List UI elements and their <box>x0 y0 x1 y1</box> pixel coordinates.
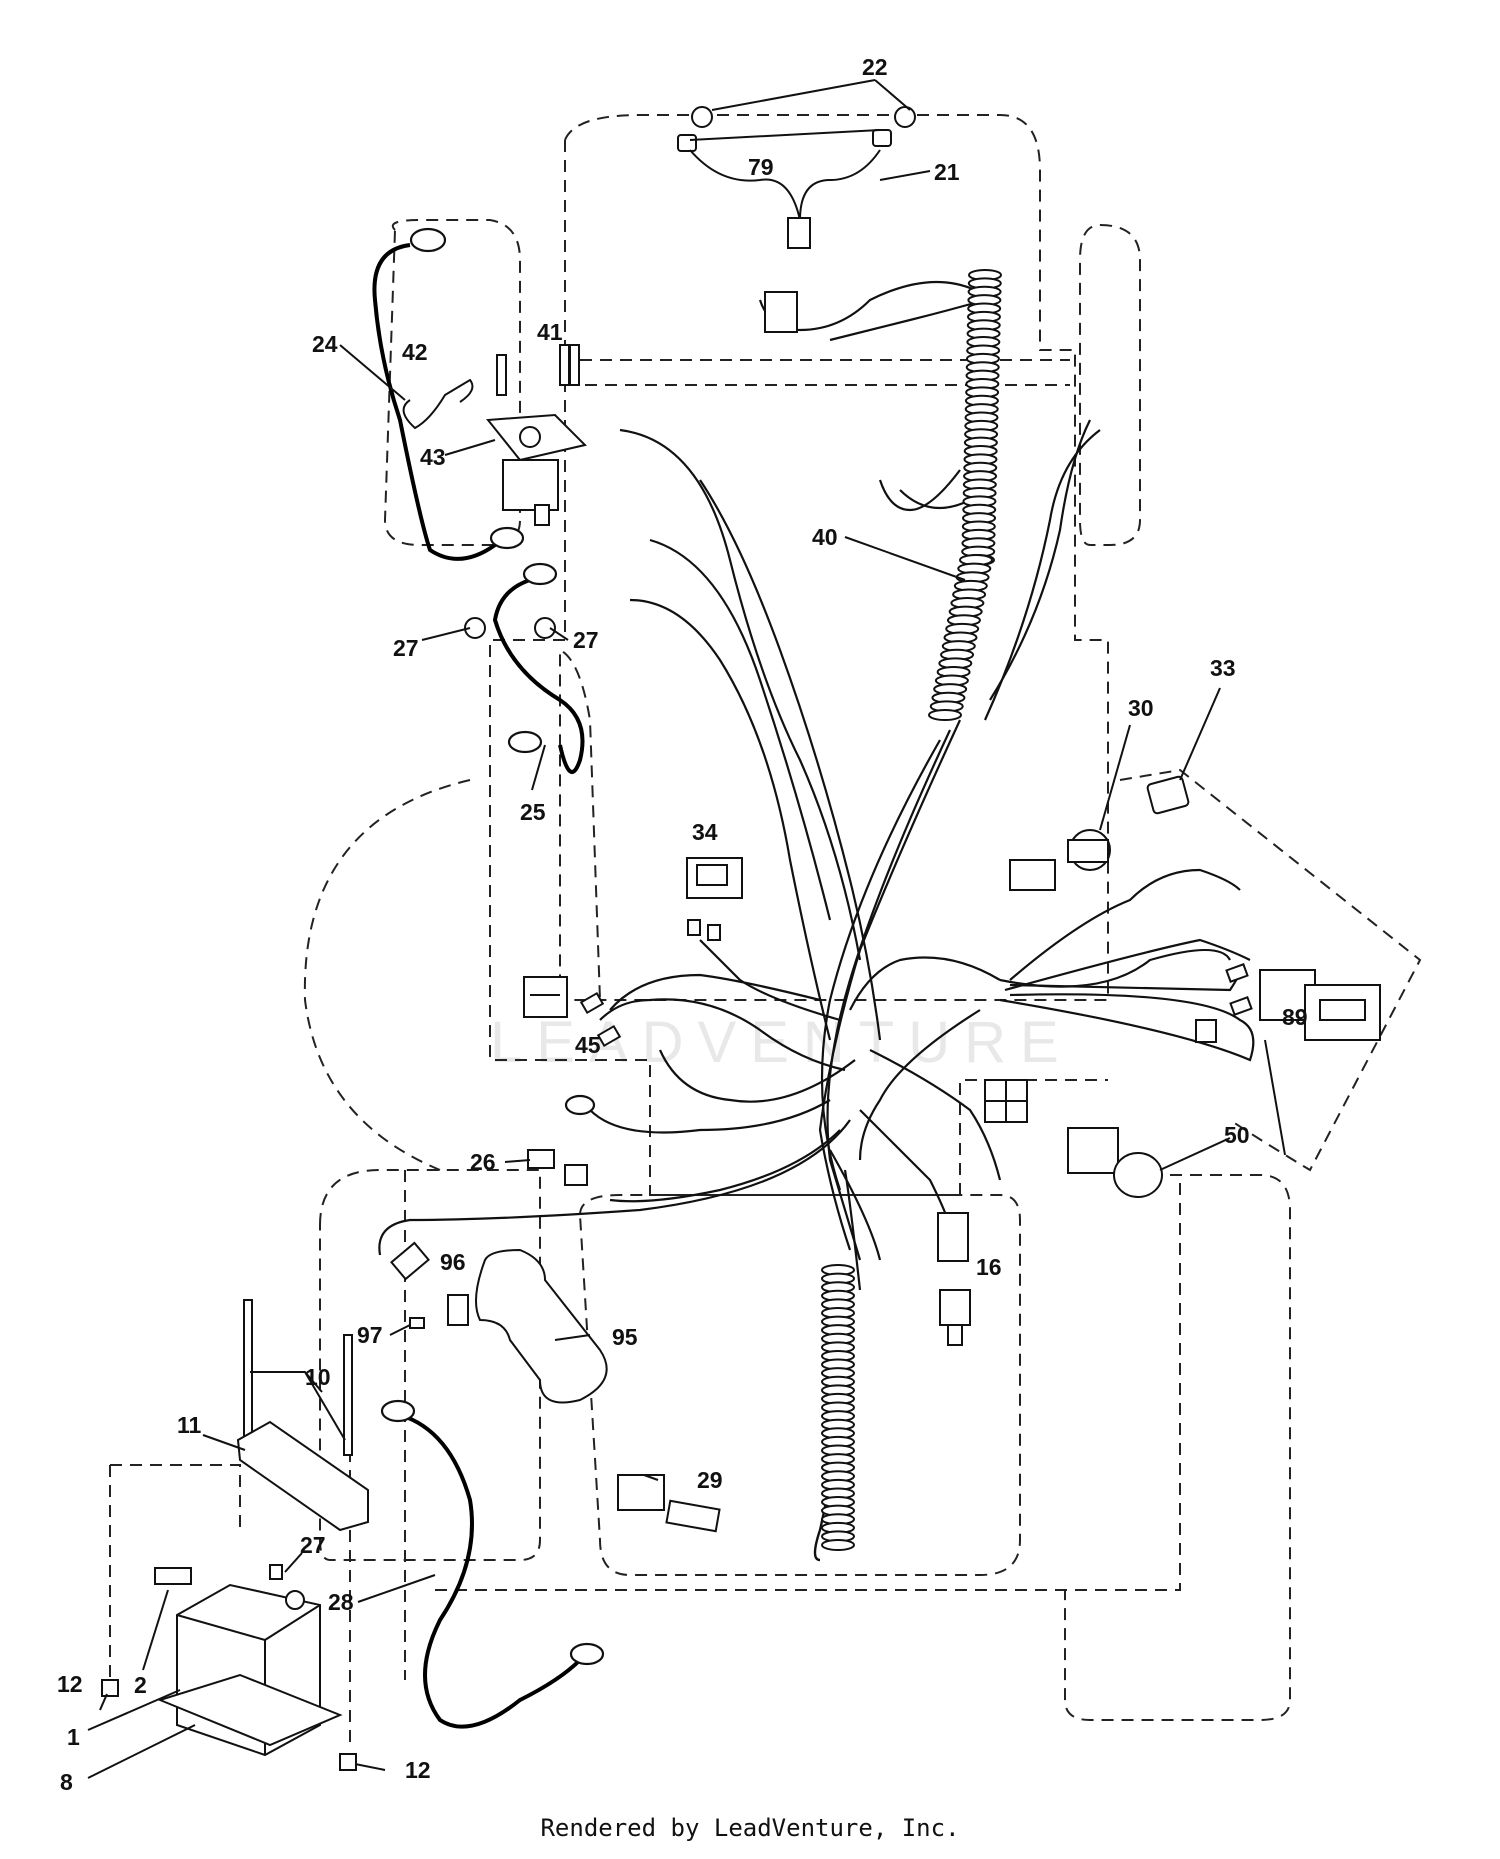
callout-42: 42 <box>402 339 428 365</box>
callout-12-right: 12 <box>405 1757 431 1783</box>
callout-89: 89 <box>1282 1004 1308 1030</box>
cable-25 <box>492 578 585 774</box>
footer-credit: Rendered by LeadVenture, Inc. <box>540 1814 960 1842</box>
callout-10: 10 <box>305 1364 331 1390</box>
callout-30: 30 <box>1128 695 1154 721</box>
callout-97: 97 <box>357 1322 383 1348</box>
callout-95: 95 <box>612 1324 638 1350</box>
loom-rings <box>821 269 1002 1551</box>
bulb-right <box>894 106 916 128</box>
cable-28 <box>399 1413 582 1729</box>
ring-terminals <box>380 227 605 1666</box>
main-harness <box>378 280 1255 1291</box>
callout-24: 24 <box>312 331 338 357</box>
callout-21: 21 <box>934 159 960 185</box>
callout-1: 1 <box>67 1724 80 1750</box>
callout-79: 79 <box>748 154 774 180</box>
callout-41: 41 <box>537 319 563 345</box>
callout-16: 16 <box>976 1254 1002 1280</box>
callout-33: 33 <box>1210 655 1236 681</box>
callout-28: 28 <box>328 1589 354 1615</box>
callout-34: 34 <box>692 819 718 845</box>
loom-ring <box>928 709 962 721</box>
callout-45: 45 <box>575 1032 601 1058</box>
cable-24 <box>372 243 497 561</box>
callout-27-battery: 27 <box>300 1532 326 1558</box>
leader-lines <box>87 79 1286 1779</box>
battery-cables <box>372 243 585 1729</box>
callout-22: 22 <box>862 54 888 80</box>
callout-26: 26 <box>470 1149 496 1175</box>
callout-8: 8 <box>60 1769 73 1795</box>
callout-2: 2 <box>134 1672 147 1698</box>
callout-43: 43 <box>420 444 446 470</box>
callout-27-left: 27 <box>393 635 419 661</box>
callout-12-left: 12 <box>57 1671 83 1697</box>
chassis-outline <box>109 114 1422 1750</box>
callout-96: 96 <box>440 1249 466 1275</box>
callout-11: 11 <box>177 1412 202 1438</box>
callout-27-right: 27 <box>573 627 599 653</box>
bulb-left <box>691 106 713 128</box>
callout-50: 50 <box>1224 1122 1250 1148</box>
loom-ring <box>821 1539 855 1551</box>
callout-25: 25 <box>520 799 546 825</box>
callout-40: 40 <box>812 524 838 550</box>
callouts: 22 79 21 24 42 41 43 40 27 27 25 33 30 3… <box>57 54 1308 1795</box>
callout-29: 29 <box>697 1467 723 1493</box>
components <box>101 106 1381 1771</box>
